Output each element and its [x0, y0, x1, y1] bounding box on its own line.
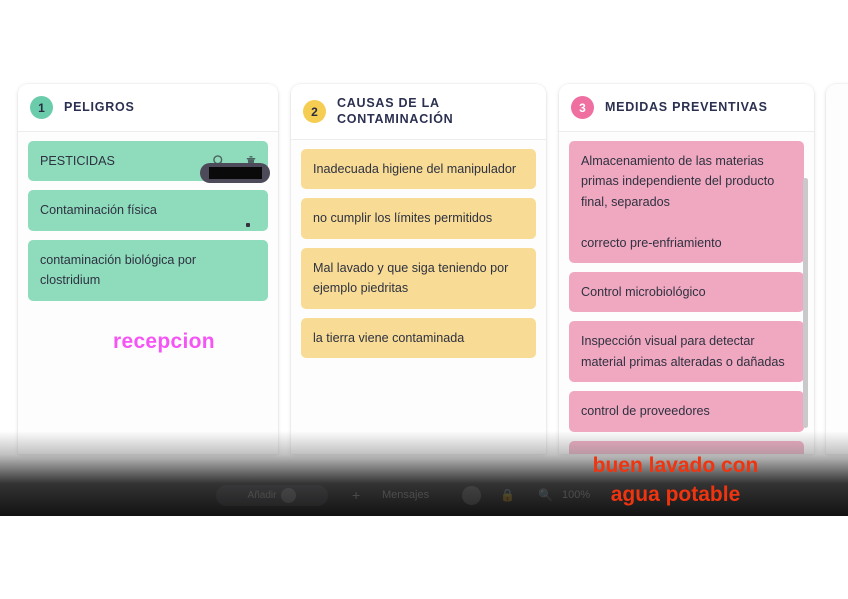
cursor-artifact — [246, 223, 250, 227]
card[interactable]: Almacenamiento de las materias primas in… — [569, 141, 804, 263]
card-text: Inspección visual para detectar material… — [581, 334, 785, 369]
column-card-list: PESTICIDAS — [18, 132, 278, 454]
board-column-causas[interactable]: 2 CAUSAS DE LA CONTAMINACIÓN Inadecuada … — [291, 84, 546, 454]
column-number-badge: 2 — [303, 100, 326, 123]
messages-label[interactable]: Mensajes — [382, 489, 430, 501]
avatar[interactable] — [462, 485, 481, 505]
card[interactable]: control de proveedores — [569, 391, 804, 432]
column-header: 1 PELIGROS — [18, 84, 278, 132]
column-title: MEDIDAS PREVENTIVAS — [605, 99, 768, 114]
column-number-badge: 3 — [571, 96, 594, 119]
add-button-label: Añadir — [247, 489, 277, 501]
card[interactable]: Inspección visual para detectar material… — [569, 321, 804, 383]
plus-icon[interactable]: + — [352, 487, 361, 503]
card-text: Almacenamiento de las materias primas in… — [581, 154, 775, 250]
column-title: CAUSAS DE LA CONTAMINACIÓN — [337, 95, 454, 126]
column-card-list: Almacenamiento de las materias primas in… — [559, 132, 814, 454]
card[interactable]: Inadecuada higiene del manipulador — [301, 149, 536, 190]
player-overlay-gradient — [0, 431, 848, 516]
card-text: Inadecuada higiene del manipulador — [313, 162, 517, 176]
card-text: no cumplir los límites permitidos — [313, 211, 493, 226]
card[interactable]: Control microbiológico — [569, 271, 804, 313]
redaction-bar — [208, 167, 262, 179]
search-icon[interactable]: 🔍 — [538, 488, 553, 502]
record-icon[interactable] — [281, 487, 297, 503]
board-column-peligros[interactable]: 1 PELIGROS PESTICIDAS — [18, 84, 278, 454]
card[interactable]: Mal lavado y que siga teniendo por ejemp… — [301, 247, 536, 309]
column-header: 2 CAUSAS DE LA CONTAMINACIÓN — [291, 84, 546, 140]
card-text: Contaminación física — [40, 203, 157, 218]
video-frame: 1 PELIGROS PESTICIDAS — [0, 84, 848, 516]
card[interactable]: contaminación biológica por clostridium — [28, 239, 268, 301]
card[interactable]: no cumplir los límites permitidos — [301, 198, 536, 239]
column-title: PELIGROS — [64, 99, 135, 114]
card-text: Control microbiológico — [581, 284, 706, 299]
zoom-level[interactable]: 100% — [562, 489, 591, 501]
player-controls-bar: Añadir + Mensajes 🔒 🔍 100% — [0, 482, 848, 508]
card-text: PESTICIDAS — [40, 154, 115, 168]
kanban-board: 1 PELIGROS PESTICIDAS — [18, 84, 848, 506]
card-text: control de proveedores — [581, 404, 710, 419]
card-text: la tierra viene contaminada — [313, 330, 465, 345]
redacted-tooltip — [200, 163, 270, 183]
column-scrollbar-track[interactable] — [803, 132, 811, 454]
card[interactable]: Contaminación física — [28, 190, 268, 231]
board-column-medidas[interactable]: 3 MEDIDAS PREVENTIVAS Almacenamiento de … — [559, 84, 814, 454]
card[interactable]: la tierra viene contaminada — [301, 317, 536, 358]
lock-icon[interactable]: 🔒 — [500, 488, 515, 502]
column-number-badge: 1 — [30, 96, 53, 119]
add-button[interactable]: Añadir — [216, 484, 328, 506]
board-column-partial[interactable] — [826, 84, 848, 454]
column-header: 3 MEDIDAS PREVENTIVAS — [559, 84, 814, 132]
column-scrollbar-thumb[interactable] — [803, 178, 808, 428]
card-text: contaminación biológica por clostridium — [40, 252, 197, 288]
column-card-list: Inadecuada higiene del manipulador no cu… — [291, 140, 546, 454]
card-text: Mal lavado y que siga teniendo por ejemp… — [313, 260, 509, 296]
